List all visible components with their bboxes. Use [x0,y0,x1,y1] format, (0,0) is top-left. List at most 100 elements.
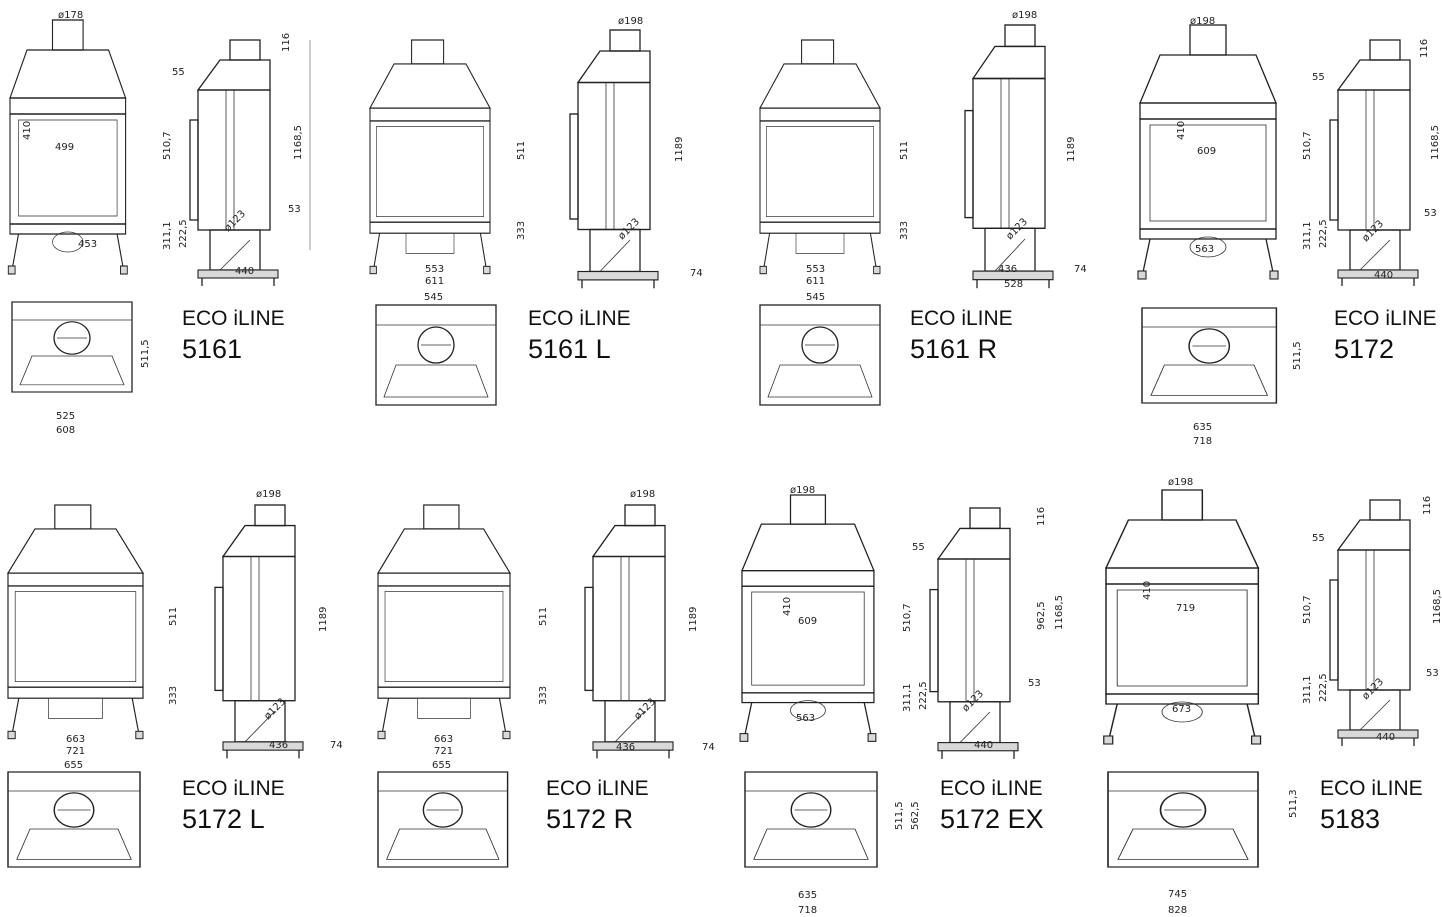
model-5161-front-view: ø178 499 410 453 [7,10,128,275]
dim-side-depth-5172R: 436 [616,742,635,753]
model-5161L-side-view: ø198 1189 74 ø123 [569,16,703,289]
model-name-5172EX: ECO iLINE [940,777,1043,800]
dim-side-glass-5172: 510,7 [1302,131,1313,160]
model-5183-side-view: 116 55 510,7 1168,5 311,1 222,5 53 ø123 … [1302,496,1442,747]
dim-front-flue-5183: ø198 [1168,477,1193,488]
dim-side-glass-5161: 510,7 [162,131,173,160]
dim-plan-depth-5161: 511,5 [140,339,151,368]
dim-front-base-5172: 563 [1195,244,1214,255]
dim-side-offset-5172: 55 [1312,72,1325,83]
dim-side-flue-5161R: ø198 [1012,10,1037,21]
dim-side-total-5172: 1168,5 [1430,125,1441,160]
dim-front-base-5183: 673 [1172,704,1191,715]
dim-front-height-5172: 410 [1176,121,1187,140]
model-5172EX-side-view: 116 55 510,7 962,5 1168,5 311,1 222,5 53… [902,507,1065,760]
dim-side-leg2-5161: 222,5 [178,219,189,248]
dim-side-leg1-5183: 311,1 [1302,675,1313,704]
dim-plan-outer-5161: 608 [56,425,75,436]
dim-side-foot-5161R: 74 [1074,264,1087,275]
model-5172R-side-view: ø198 1189 74 ø123 436 [584,489,715,760]
model-5161R-front-view: 511 333 553 611 [759,39,910,287]
dim-plan-top-5172L: 655 [64,760,83,771]
dim-side-mid-5172EX: 962,5 [1036,601,1047,630]
dim-plan-top-5172R: 655 [432,760,451,771]
dim-side-depth-5183: 440 [1376,732,1395,743]
model-5172R-front-view: 511 333 663 721 [377,504,549,757]
dim-side-top-5183: 116 [1422,496,1433,515]
dim-side-top-5161: 116 [281,33,292,52]
dim-plan-inner-5183: 745 [1168,889,1187,900]
dim-side-foot-5172R: 74 [702,742,715,753]
dim-plan-top-5161R: 545 [806,292,825,303]
dim-side-depth-5172L: 436 [269,740,288,751]
dim-plan-depth-5172: 511,5 [1292,341,1303,370]
dim-front-outer-5172L: 721 [66,746,85,757]
dim-side-leg1-5172EX: 311,1 [902,683,913,712]
dim-side-foot-5172: 53 [1424,208,1437,219]
dim-plan-outer-5172EX: 718 [798,905,817,916]
model-code-5183: 5183 [1320,804,1380,834]
dim-side-foot-5172L: 74 [330,740,343,751]
model-5172L-side-view: ø198 1189 74 ø123 436 [214,489,343,760]
dim-side-tube-5183: ø123 [1360,677,1386,703]
dim-side-leg1-5172: 311,1 [1302,221,1313,250]
model-code-5172EX: 5172 EX [940,804,1044,834]
dim-plan-top-5161L: 545 [424,292,443,303]
model-5172L-plan-view: 655 [7,760,141,868]
dim-side-foot-5183: 53 [1426,668,1439,679]
dim-plan-depth-5183: 511,3 [1288,789,1299,818]
dim-side-leg2-5172: 222,5 [1318,219,1329,248]
dim-plan-inner-5172EX: 635 [798,890,817,901]
model-name-5161L: ECO iLINE [528,307,631,330]
dim-front-height-5161L: 511 [516,141,527,160]
model-5161R-label: ECO iLINE 5161 R [910,307,1013,364]
dim-side-depth-5161: 440 [235,266,254,277]
dim-front-leg-5161L: 333 [516,221,527,240]
dim-front-inner-5172L: 663 [66,734,85,745]
dim-side-leg2-5172EX: 222,5 [918,681,929,710]
dim-front-height-5161R: 511 [899,141,910,160]
model-5183-label: ECO iLINE 5183 [1320,777,1423,834]
model-code-5172: 5172 [1334,334,1394,364]
dim-front-leg-5161R: 333 [899,221,910,240]
dim-side-depth-5172EX: 440 [974,740,993,751]
dim-side-tube-5161R: ø123 [1004,217,1030,243]
dim-side-total-5172R: 1189 [688,607,699,632]
dim-side-leg2-5183: 222,5 [1318,673,1329,702]
dim-side-top-5172EX: 116 [1036,507,1047,526]
model-5172R-plan-view: 655 [377,760,509,868]
model-5172-side-view: 116 55 510,7 1168,5 311,1 222,5 53 ø123 … [1302,39,1441,287]
dim-front-flue-5172: ø198 [1190,16,1215,27]
model-5161L-plan-view: 545 [375,292,497,406]
model-name-5172: ECO iLINE [1334,307,1437,330]
dim-side-total-5172EX: 1168,5 [1054,595,1065,630]
model-5183-front-view: ø198 719 410 673 [1103,477,1262,745]
model-5172-plan-view: 511,5 635 718 [1141,307,1303,447]
dim-side-foot-5161L: 74 [690,268,703,279]
dim-side-glass-5183: 510,7 [1302,595,1313,624]
dim-side-total-5183: 1168,5 [1432,589,1442,624]
dim-plan-inner-5161: 525 [56,411,75,422]
dim-side-offset-5161: 55 [172,67,185,78]
dim-plan-d1-5172EX: 511,5 [894,801,905,830]
model-code-5172R: 5172 R [546,804,633,834]
dim-side-total-5161L: 1189 [674,137,685,162]
model-5172EX-label: ECO iLINE 5172 EX [940,777,1044,834]
dim-front-leg-5172R: 333 [538,686,549,705]
dim-plan-d2-5172EX: 562,5 [910,801,921,830]
model-5172-label: ECO iLINE 5172 [1334,307,1437,364]
model-name-5161: ECO iLINE [182,307,285,330]
dim-plan-outer-5172: 718 [1193,436,1212,447]
dim-side-flue-5161L: ø198 [618,16,643,27]
dim-side-outer-5161R: 528 [1004,279,1023,290]
dim-side-foot-5172EX: 53 [1028,678,1041,689]
model-5161L-label: ECO iLINE 5161 L [528,307,631,364]
model-5172L-label: ECO iLINE 5172 L [182,777,285,834]
dim-front-width-5172EX: 609 [798,616,817,627]
dim-side-flue-5172R: ø198 [630,489,655,500]
model-5172R-label: ECO iLINE 5172 R [546,777,649,834]
dim-side-offset-5172EX: 55 [912,542,925,553]
model-5172-front-view: ø198 609 410 563 [1137,16,1279,280]
model-5183-plan-view: 511,3 745 828 [1107,771,1299,916]
